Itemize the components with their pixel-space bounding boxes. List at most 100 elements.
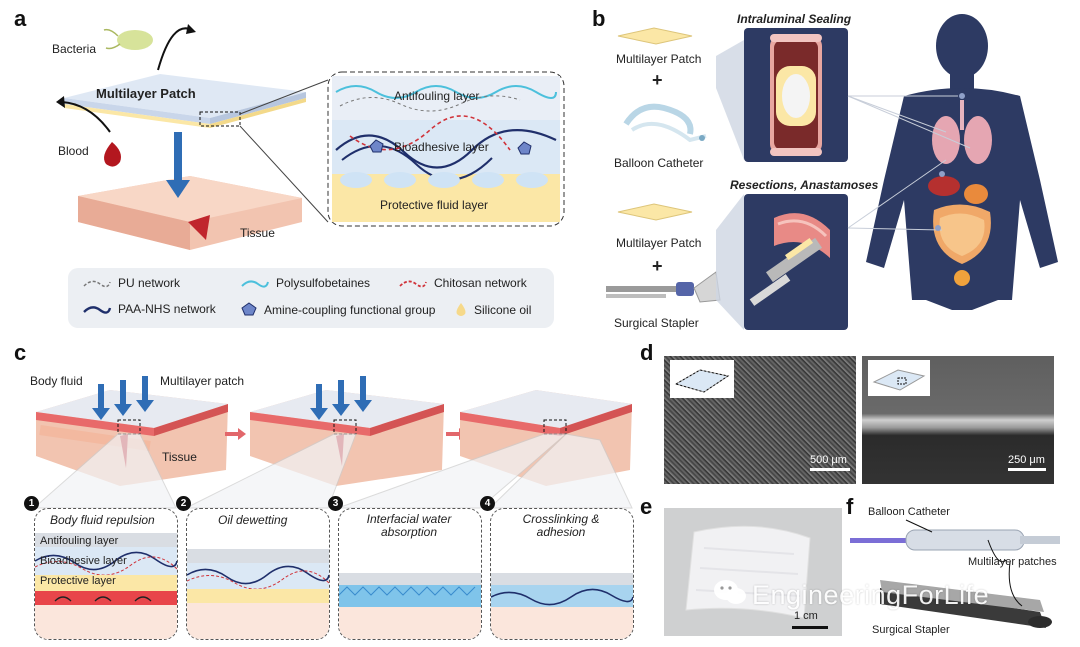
multilayer-patch-stack — [64, 74, 306, 128]
sem-inset-patch-icon — [670, 360, 734, 398]
body-fluid-arrows-icon — [92, 376, 372, 420]
step-number-2: 2 — [176, 496, 191, 511]
watermark-text: EngineeringForLife — [752, 580, 990, 610]
step-panel-1 — [34, 508, 178, 640]
blood-label: Blood — [58, 144, 89, 158]
legend-item-polysulfobetaines: Polysulfobetaines — [240, 276, 370, 290]
layer-inset — [327, 71, 565, 227]
step-3-layers — [339, 573, 481, 639]
b-top-patch-label: Multilayer Patch — [616, 52, 702, 66]
legend-label: PU network — [118, 276, 181, 290]
f-patches-label: Multilayer patches — [968, 556, 1057, 568]
b-top-device-label: Balloon Catheter — [614, 156, 704, 170]
scale-label-right: 250 μm — [1008, 454, 1045, 466]
legend-label: Polysulfobetaines — [276, 276, 371, 290]
step-panel-4 — [490, 508, 634, 640]
resections-box — [744, 194, 848, 330]
c-bioadhesive-label: Bioadhesive layer — [40, 555, 127, 567]
legend-label: Amine-coupling functional group — [264, 303, 436, 317]
legend-label: Chitosan network — [434, 276, 527, 290]
step-2-layers — [187, 549, 329, 639]
bacteria-icon — [103, 28, 153, 50]
organ-lungs — [932, 100, 992, 164]
balloon-catheter-icon — [623, 103, 707, 143]
body-fluid-label: Body fluid — [30, 374, 83, 388]
sem-image-top-view: 500 μm — [664, 356, 856, 484]
arrow-icon — [225, 428, 246, 440]
c-tissue-label: Tissue — [162, 450, 197, 464]
red-dashed-wave-icon — [399, 280, 427, 288]
legend-item-amine: Amine-coupling functional group — [240, 302, 435, 318]
surgical-stapler-photo — [880, 580, 1052, 628]
legend: PU network Polysulfobetaines Chitosan ne… — [68, 268, 554, 328]
balloon-catheter-photo — [850, 529, 1060, 551]
intraluminal-box — [744, 28, 848, 162]
navy-wave-icon — [83, 306, 112, 314]
step-2-title: Oil dewetting — [218, 513, 288, 527]
patch-icon — [617, 27, 693, 45]
pentagon-pin-icon — [241, 302, 257, 316]
f-catheter-label: Balloon Catheter — [868, 506, 950, 518]
panel-label-e: e — [640, 494, 653, 519]
step-number-3: 3 — [328, 496, 343, 511]
wechat-icon — [712, 578, 748, 608]
step-panel-3 — [338, 508, 482, 640]
patch-photo: 1 cm — [664, 508, 842, 636]
legend-item-chitosan: Chitosan network — [398, 276, 527, 290]
patch-label: Multilayer Patch — [96, 86, 196, 101]
legend-item-pu: PU network — [82, 276, 180, 290]
panel-label-a: a — [14, 6, 27, 31]
sem-inset-patch-icon — [868, 360, 930, 396]
panel-label-d: d — [640, 340, 654, 365]
intestine-stapler-illustration — [749, 213, 830, 306]
step-number-1: 1 — [24, 496, 39, 511]
scale-bar-e — [792, 626, 828, 629]
protective-layer-label: Protective fluid layer — [380, 198, 489, 212]
step-4-title: Crosslinking & adhesion — [522, 512, 600, 539]
oil-drop-icon — [456, 303, 466, 316]
intraluminal-title: Intraluminal Sealing — [737, 12, 852, 26]
panel-label-c: c — [14, 340, 27, 365]
step-number-4: 4 — [480, 496, 495, 511]
b-bottom-plus: + — [652, 256, 663, 276]
multilayer-patch-label: Multilayer patch — [160, 374, 245, 388]
resections-title: Resections, Anastamoses — [730, 178, 879, 192]
step-4-layers — [491, 573, 633, 639]
blood-drop-icon — [104, 142, 121, 167]
tissue-block — [78, 176, 302, 250]
gray-dashed-line-icon — [83, 280, 111, 288]
panel-label-b: b — [592, 6, 606, 31]
panel-label-f: f — [846, 494, 854, 519]
step-panel-2 — [186, 508, 330, 640]
step-1-layers — [35, 533, 177, 639]
bioadhesive-layer-label: Bioadhesive layer — [394, 140, 489, 154]
antifouling-layer-label: Antifouling layer — [394, 89, 480, 103]
step-1-title: Body fluid repulsion — [50, 513, 155, 527]
patch-icon — [617, 203, 693, 221]
scale-label-e: 1 cm — [794, 610, 818, 622]
down-arrow-icon — [166, 132, 190, 198]
organ-abdominal — [928, 176, 991, 286]
blood-repel-arrow-icon — [61, 101, 111, 133]
scale-bar-right — [1008, 468, 1046, 471]
legend-item-paa-nhs: PAA-NHS network — [82, 302, 216, 316]
b-bottom-patch-label: Multilayer Patch — [616, 236, 702, 250]
bacteria-label: Bacteria — [52, 42, 97, 56]
sem-image-cross-section: 250 μm — [862, 356, 1054, 484]
f-stapler-label: Surgical Stapler — [872, 624, 950, 636]
b-top-plus: + — [652, 70, 663, 90]
scale-bar-left — [810, 468, 850, 471]
c-protective-label: Protective layer — [40, 575, 116, 587]
b-bottom-device-label: Surgical Stapler — [614, 316, 699, 330]
scale-label-left: 500 μm — [810, 454, 847, 466]
legend-label: PAA-NHS network — [118, 302, 216, 316]
step-3-title: Interfacial water absorption — [366, 512, 452, 539]
legend-label: Silicone oil — [474, 303, 532, 317]
vessel-balloon-illustration — [770, 34, 822, 156]
legend-item-silicone: Silicone oil — [454, 302, 531, 318]
